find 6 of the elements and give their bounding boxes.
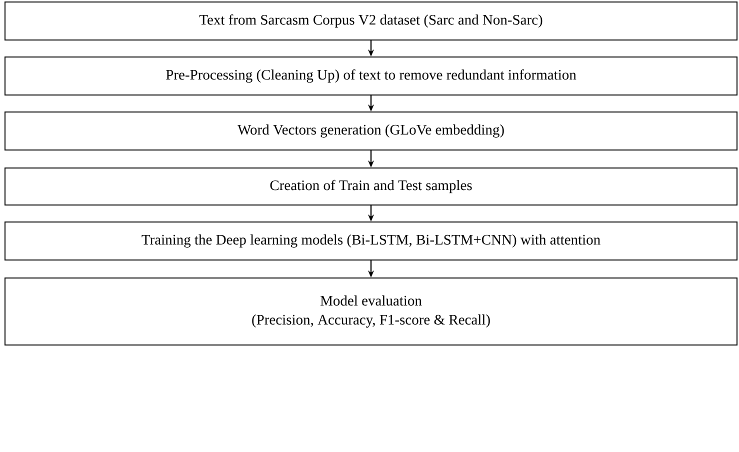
process-box: Creation of Train and Test samples bbox=[4, 168, 738, 206]
process-box: Word Vectors generation (GLoVe embedding) bbox=[4, 112, 738, 150]
process-box: Model evaluation (Precision, Accuracy, F1-score & Recall) bbox=[4, 278, 738, 346]
process-box: Pre-Processing (Cleaning Up) of text to remove redundant information bbox=[4, 56, 738, 96]
process-box: Text from Sarcasm Corpus V2 dataset (Sarc and Non-Sarc) bbox=[4, 2, 738, 40]
process-box: Training the Deep learning models (Bi-LSTM, Bi-LSTM+CNN) with attention bbox=[4, 222, 738, 260]
